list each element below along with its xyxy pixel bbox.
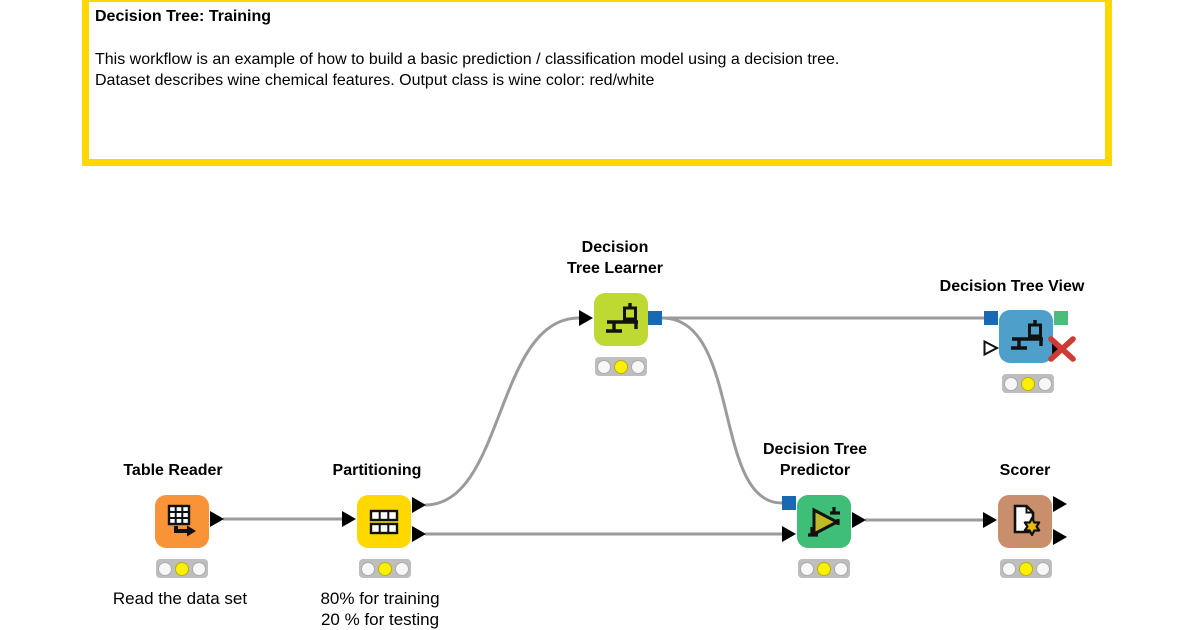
node-label-tree-predictor: Decision Tree Predictor	[762, 441, 868, 479]
lamp-on-configured	[378, 561, 392, 576]
output-port-top[interactable]	[1053, 496, 1067, 512]
lamp-off-right	[1036, 561, 1050, 576]
lamp-off-left	[597, 359, 611, 374]
annotation-body: This workflow is an example of how to bu…	[95, 51, 840, 89]
output-port-image[interactable]	[1054, 311, 1068, 325]
input-port-model[interactable]	[984, 311, 998, 325]
output-port-data[interactable]	[852, 512, 866, 528]
lamp-on-configured	[1021, 376, 1035, 391]
traffic-light	[798, 559, 850, 578]
partition-icon	[369, 509, 399, 535]
node-partitioning[interactable]	[342, 495, 426, 548]
node-label-partitioning: Partitioning	[332, 462, 422, 479]
lamp-off-right	[1038, 376, 1052, 391]
scorer-icon	[1013, 504, 1041, 537]
node-decision-tree-learner[interactable]	[579, 293, 662, 346]
output-port-data[interactable]	[210, 511, 224, 527]
decision-tree-icon	[1011, 320, 1043, 350]
traffic-light	[595, 357, 647, 376]
lamp-off-left	[361, 561, 375, 576]
output-port-model[interactable]	[648, 311, 662, 325]
lamp-off-right	[631, 359, 645, 374]
lamp-off-left	[1002, 561, 1016, 576]
node-label-tree-learner: Decision Tree Learner	[566, 239, 664, 277]
node-decision-tree-view[interactable]	[983, 310, 1076, 363]
input-port-data[interactable]	[342, 511, 356, 527]
node-label-scorer: Scorer	[999, 462, 1051, 479]
input-port-model[interactable]	[782, 496, 796, 510]
node-caption-partitioning: 80% for training 20 % for testing	[320, 589, 440, 629]
lamp-off-right	[834, 561, 848, 576]
traffic-light	[1000, 559, 1052, 578]
connection-partitioning-learner[interactable]	[424, 316, 580, 507]
workflow-annotation[interactable]: Decision Tree: Training This workflow is…	[82, 0, 1112, 166]
lamp-on-configured	[817, 561, 831, 576]
lamp-off-left	[1004, 376, 1018, 391]
node-label-table-reader: Table Reader	[123, 462, 223, 479]
node-decision-tree-predictor[interactable]	[782, 495, 866, 548]
lamp-on-configured	[175, 561, 189, 576]
predictor-icon	[808, 507, 841, 537]
decision-tree-icon	[606, 303, 638, 333]
lamp-off-right	[192, 561, 206, 576]
node-caption-table-reader: Read the data set	[112, 589, 248, 608]
output-port-train[interactable]	[412, 497, 426, 513]
input-port-unconnected[interactable]	[983, 340, 999, 356]
connection-learner-predictor[interactable]	[661, 316, 783, 505]
node-scorer[interactable]	[983, 495, 1067, 548]
lamp-off-left	[800, 561, 814, 576]
output-port-bottom[interactable]	[1053, 529, 1067, 545]
lamp-off-left	[158, 561, 172, 576]
error-x-icon	[1048, 336, 1076, 362]
traffic-light	[359, 559, 411, 578]
node-label-tree-view: Decision Tree View	[939, 278, 1085, 295]
input-port-data[interactable]	[983, 512, 997, 528]
node-table-reader[interactable]	[155, 495, 224, 548]
input-port-data[interactable]	[579, 310, 593, 326]
traffic-light	[156, 559, 208, 578]
input-port-data[interactable]	[782, 526, 796, 542]
lamp-off-right	[395, 561, 409, 576]
lamp-on-configured	[1019, 561, 1033, 576]
traffic-light	[1002, 374, 1054, 393]
annotation-title: Decision Tree: Training	[95, 8, 272, 25]
table-icon	[167, 504, 196, 537]
lamp-on-configured	[614, 359, 628, 374]
output-port-test[interactable]	[412, 526, 426, 542]
